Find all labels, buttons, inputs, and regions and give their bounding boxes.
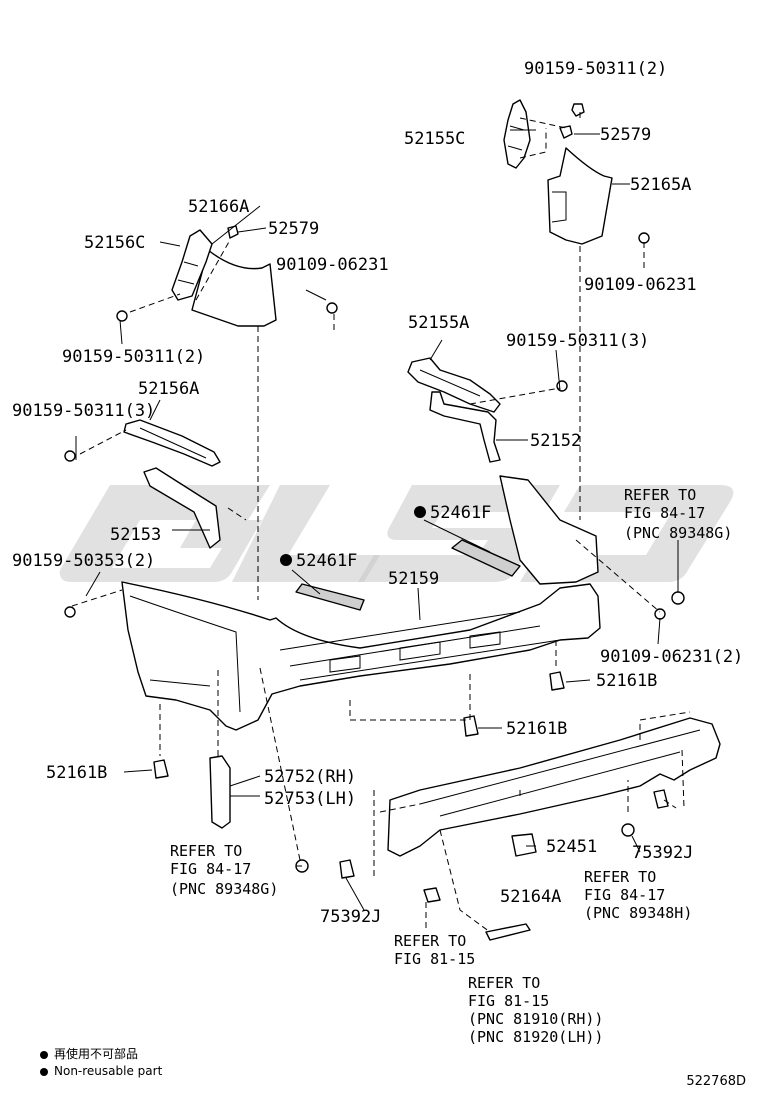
label-52164a: 52164A (500, 887, 561, 907)
svg-text:FIG 84-17: FIG 84-17 (624, 504, 705, 522)
reflector-81910 (485, 923, 531, 941)
label-52579-left: 52579 (268, 219, 319, 239)
legend-dot-icon (40, 1067, 48, 1076)
label-52165a: 52165A (630, 175, 691, 195)
label-52152: 52152 (530, 431, 581, 451)
label-52159: 52159 (388, 569, 439, 589)
label-90159-50311-2-top: 90159-50311(2) (524, 59, 667, 79)
svg-text:REFER TO: REFER TO (394, 932, 466, 950)
screw-90159-top (571, 103, 585, 117)
label-90109-06231-top: 90109-06231 (584, 275, 697, 295)
refer-block-4: REFER TO FIG 81-15 (394, 932, 475, 968)
label-52155c: 52155C (404, 129, 465, 149)
clip-89348h (621, 823, 635, 837)
legend-row-cn: 再使用不可部品 (40, 1046, 162, 1063)
label-52461f-left: 52461F (296, 551, 357, 571)
label-90109-06231-2: 90109-06231(2) (600, 647, 743, 667)
label-52451: 52451 (546, 837, 597, 857)
clip-75392j-left (339, 859, 355, 879)
screw-90159-left (116, 310, 128, 322)
label-75392j-left: 75392J (320, 907, 381, 927)
clip-89348g-right (671, 591, 685, 605)
reflector-52752 (209, 755, 231, 829)
clip-52161b-right (549, 671, 565, 691)
svg-text:(PNC 89348G): (PNC 89348G) (624, 524, 732, 542)
screw-90159-50353 (64, 606, 76, 618)
svg-text:FIG 81-15: FIG 81-15 (468, 992, 549, 1010)
label-90159-50353-2: 90159-50353(2) (12, 551, 155, 571)
svg-text:REFER TO: REFER TO (584, 868, 656, 886)
label-52461f-right: 52461F (430, 503, 491, 523)
label-90159-50311-3-left: 90159-50311(3) (12, 401, 155, 421)
clip-81-15 (423, 887, 441, 903)
svg-text:(PNC 81920(LH)): (PNC 81920(LH)) (468, 1028, 603, 1046)
svg-text:(PNC 81910(RH)): (PNC 81910(RH)) (468, 1010, 603, 1028)
screw-90109-2 (654, 608, 666, 620)
refer-block-5: REFER TO FIG 81-15 (PNC 81910(RH)) (PNC … (468, 974, 603, 1046)
svg-text:(PNC 89348G): (PNC 89348G) (170, 880, 278, 898)
svg-text:REFER TO: REFER TO (170, 842, 242, 860)
lower-spoiler-52451 (387, 717, 721, 857)
label-90159-50311-2-left: 90159-50311(2) (62, 347, 205, 367)
svg-text:FIG 81-15: FIG 81-15 (394, 950, 475, 968)
legend-text-cn: 再使用不可部品 (54, 1047, 139, 1061)
retainer-52165a (547, 147, 613, 245)
screw-90159-mid (556, 380, 568, 392)
label-52161b-mid: 52161B (506, 719, 567, 739)
screw-90109-top (638, 232, 650, 244)
clip-52161b-mid (463, 715, 479, 737)
bumper-cover-52159 (121, 581, 601, 731)
legend-row-en: Non-reusable part (40, 1063, 162, 1080)
svg-text:REFER TO: REFER TO (624, 486, 696, 504)
cover-52164a (511, 833, 537, 857)
non-reusable-dot-left (280, 554, 292, 566)
label-52153: 52153 (110, 525, 161, 545)
label-52579-top: 52579 (600, 125, 651, 145)
bracket-52155c (503, 99, 531, 169)
refer-block-2: REFER TO FIG 84-17 (PNC 89348G) (170, 842, 278, 898)
label-52156a: 52156A (138, 379, 199, 399)
refer-block-3: REFER TO FIG 84-17 (PNC 89348H) (584, 868, 692, 922)
svg-text:(PNC 89348H): (PNC 89348H) (584, 904, 692, 922)
legend-dot-icon (40, 1050, 48, 1059)
screw-90109-left (326, 302, 338, 314)
label-52752: 52752(RH) (264, 767, 356, 787)
label-52161b-left: 52161B (46, 763, 107, 783)
svg-text:FIG 84-17: FIG 84-17 (170, 860, 251, 878)
label-52166a: 52166A (188, 197, 249, 217)
bumper-top-edge (499, 475, 599, 585)
clip-75392j-right (653, 789, 669, 809)
svg-text:FIG 84-17: FIG 84-17 (584, 886, 665, 904)
drawing-code: 522768D (686, 1074, 746, 1089)
label-90159-50311-3-mid: 90159-50311(3) (506, 331, 649, 351)
label-52753: 52753(LH) (264, 789, 356, 809)
non-reusable-dot-right (414, 506, 426, 518)
clip-52161b-left (153, 759, 169, 779)
refer-block-1: REFER TO FIG 84-17 (PNC 89348G) (624, 486, 732, 542)
svg-text:REFER TO: REFER TO (468, 974, 540, 992)
label-52161b-right: 52161B (596, 671, 657, 691)
label-75392j-right: 75392J (632, 843, 693, 863)
label-52156c: 52156C (84, 233, 145, 253)
clip-52579-top (559, 125, 573, 139)
screw-90159-left-mid (64, 450, 76, 462)
plate-52153 (143, 467, 221, 549)
plate-52152 (429, 391, 501, 463)
pad-52461f-right (451, 539, 521, 577)
label-90109-06231-left: 90109-06231 (276, 255, 389, 275)
label-52155a: 52155A (408, 313, 469, 333)
legend-text-en: Non-reusable part (54, 1064, 163, 1078)
bracket-52156c (171, 229, 213, 301)
legend: 再使用不可部品 Non-reusable part (40, 1046, 162, 1080)
pad-52461f-left (295, 583, 365, 611)
